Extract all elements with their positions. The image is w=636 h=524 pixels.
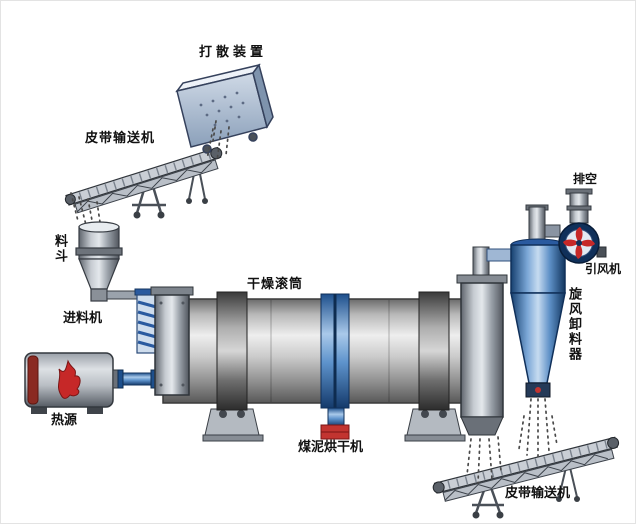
drive-unit [320, 407, 350, 440]
right-belt-conveyor [432, 436, 620, 502]
belt-conveyor-right-label: 皮带输送机 [505, 486, 571, 501]
drum-support-left [202, 408, 264, 442]
exhaust-stack-shape [565, 188, 593, 224]
drying-drum-label: 干燥滚筒 [247, 277, 304, 292]
feeder-label: 进料机 [63, 311, 103, 326]
riding-ring-right [418, 291, 450, 411]
exhaust-label: 排空 [573, 172, 598, 186]
coal-dryer-label: 煤泥烘干机 [298, 440, 364, 455]
draft-fan-shape [558, 222, 607, 264]
heat-source-shape [24, 352, 157, 414]
right-conveyor-wheels [472, 496, 580, 519]
discharge-housing-shape [456, 246, 524, 436]
left-belt-conveyor [64, 146, 223, 214]
draft-fan-label: 引风机 [585, 262, 622, 276]
belt-conveyor-left-label: 皮带输送机 [85, 131, 156, 146]
heat-source-label: 热源 [51, 413, 78, 428]
flame-icon [58, 359, 81, 399]
scatter-device-label: 打散装置 [199, 45, 268, 60]
girth-gear [320, 293, 350, 409]
hopper-label: 料斗 [51, 234, 67, 264]
cyclone-shape [510, 204, 566, 398]
cyclone-label: 旋风卸料器 [565, 287, 581, 362]
riding-ring-left [216, 291, 248, 411]
fan-blades-icon [563, 227, 595, 259]
feed-box-shape [150, 286, 194, 396]
drum-support-right [404, 408, 466, 442]
scatter-device-shape [175, 63, 274, 154]
left-conveyor-wheels [133, 198, 208, 219]
hopper-shape [75, 221, 123, 302]
falling-material-right [466, 398, 558, 484]
